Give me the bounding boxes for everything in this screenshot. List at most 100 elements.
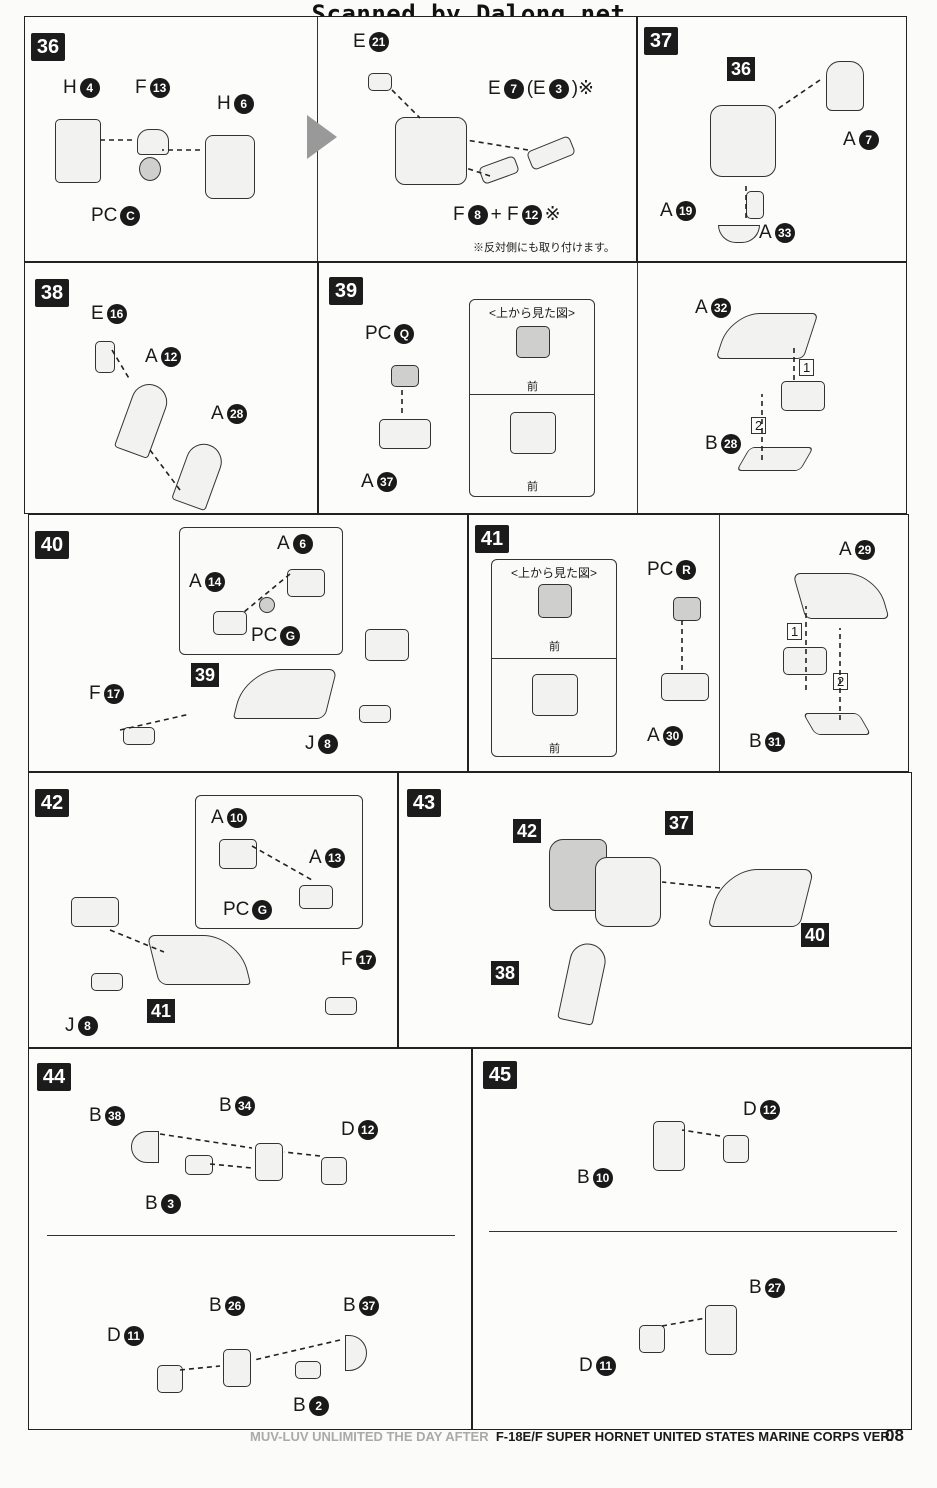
part-b3 xyxy=(185,1155,213,1175)
front-label-1: 前 xyxy=(527,381,538,393)
part-pcr xyxy=(673,597,701,621)
tag-37: 37 xyxy=(665,811,694,835)
step-36-note: ※反対側にも取り付けます。 xyxy=(473,242,615,254)
part-j8 xyxy=(359,705,391,723)
part-b31 xyxy=(802,713,872,735)
view-divider xyxy=(470,394,594,395)
front-label-2: 前 xyxy=(527,481,538,493)
part-a32 xyxy=(715,313,819,359)
tag-36: 36 xyxy=(727,57,756,81)
footer-title: MUV-LUV UNLIMITED THE DAY AFTER F-18E/F … xyxy=(250,1429,893,1444)
step-41-number: 41 xyxy=(475,525,509,553)
tag-39: 39 xyxy=(191,663,220,687)
step-44-divider xyxy=(47,1235,455,1236)
part-b38 xyxy=(131,1131,159,1163)
footer-model: F-18E/F SUPER HORNET UNITED STATES MARIN… xyxy=(495,1429,894,1444)
part-armor-39 xyxy=(232,669,338,719)
part-hand-45-upper xyxy=(653,1121,685,1171)
part-a19 xyxy=(718,225,760,243)
part-assembly-39 xyxy=(781,381,825,411)
view-part-top-41 xyxy=(538,584,572,618)
part-a10 xyxy=(219,839,257,869)
part-shoulder-42 xyxy=(71,897,119,927)
view-divider-41 xyxy=(492,658,616,659)
tag-42: 42 xyxy=(513,819,542,843)
part-b28 xyxy=(736,447,814,471)
part-f17 xyxy=(123,727,155,745)
part-a37 xyxy=(379,419,431,449)
front-label-41a: 前 xyxy=(549,641,560,653)
footer-series: MUV-LUV UNLIMITED THE DAY AFTER xyxy=(250,1429,489,1444)
step-43-panel: 43 42 37 40 38 xyxy=(398,772,912,1048)
part-f17-42 xyxy=(325,997,357,1015)
part-hand-upper xyxy=(255,1143,283,1181)
part-d12 xyxy=(321,1157,347,1185)
part-f8 xyxy=(478,155,520,185)
step-41-divider xyxy=(719,515,720,771)
view-part-bottom-41 xyxy=(532,674,578,716)
step-42-number: 42 xyxy=(35,789,69,817)
order-41-2: 2 xyxy=(833,673,849,690)
part-assembly-41 xyxy=(783,647,827,675)
part-assembly-36 xyxy=(395,117,467,185)
top-view-title: <上から見た図> xyxy=(488,306,576,320)
part-assembly-36-b xyxy=(710,105,776,177)
part-e7 xyxy=(525,135,577,171)
part-d11-45 xyxy=(639,1325,665,1353)
part-hand-45-lower xyxy=(705,1305,737,1355)
step-43-number: 43 xyxy=(407,789,441,817)
part-a28 xyxy=(171,438,227,512)
top-view-title-41: <上から見た図> xyxy=(510,566,598,580)
part-fin-38 xyxy=(557,940,609,1026)
part-shoulder-40 xyxy=(365,629,409,661)
part-d12-45 xyxy=(723,1135,749,1163)
top-view-box-39: <上から見た図> 前 前 xyxy=(469,299,595,497)
order-2: 2 xyxy=(751,417,767,434)
order-1: 1 xyxy=(799,359,815,376)
part-b2 xyxy=(295,1361,321,1379)
step-40-number: 40 xyxy=(35,531,69,559)
part-a12 xyxy=(113,379,173,459)
part-a30 xyxy=(661,673,709,701)
view-part-bottom xyxy=(510,412,556,454)
part-h6-frame xyxy=(205,135,255,199)
tag-40: 40 xyxy=(801,923,830,947)
part-d11 xyxy=(157,1365,183,1393)
part-h4-frame xyxy=(55,119,101,183)
step-39-number: 39 xyxy=(329,277,363,305)
part-a6 xyxy=(287,569,325,597)
step-45-number: 45 xyxy=(483,1061,517,1089)
step-39-divider xyxy=(637,263,638,513)
order-41-1: 1 xyxy=(787,623,803,640)
part-hand-lower xyxy=(223,1349,251,1387)
